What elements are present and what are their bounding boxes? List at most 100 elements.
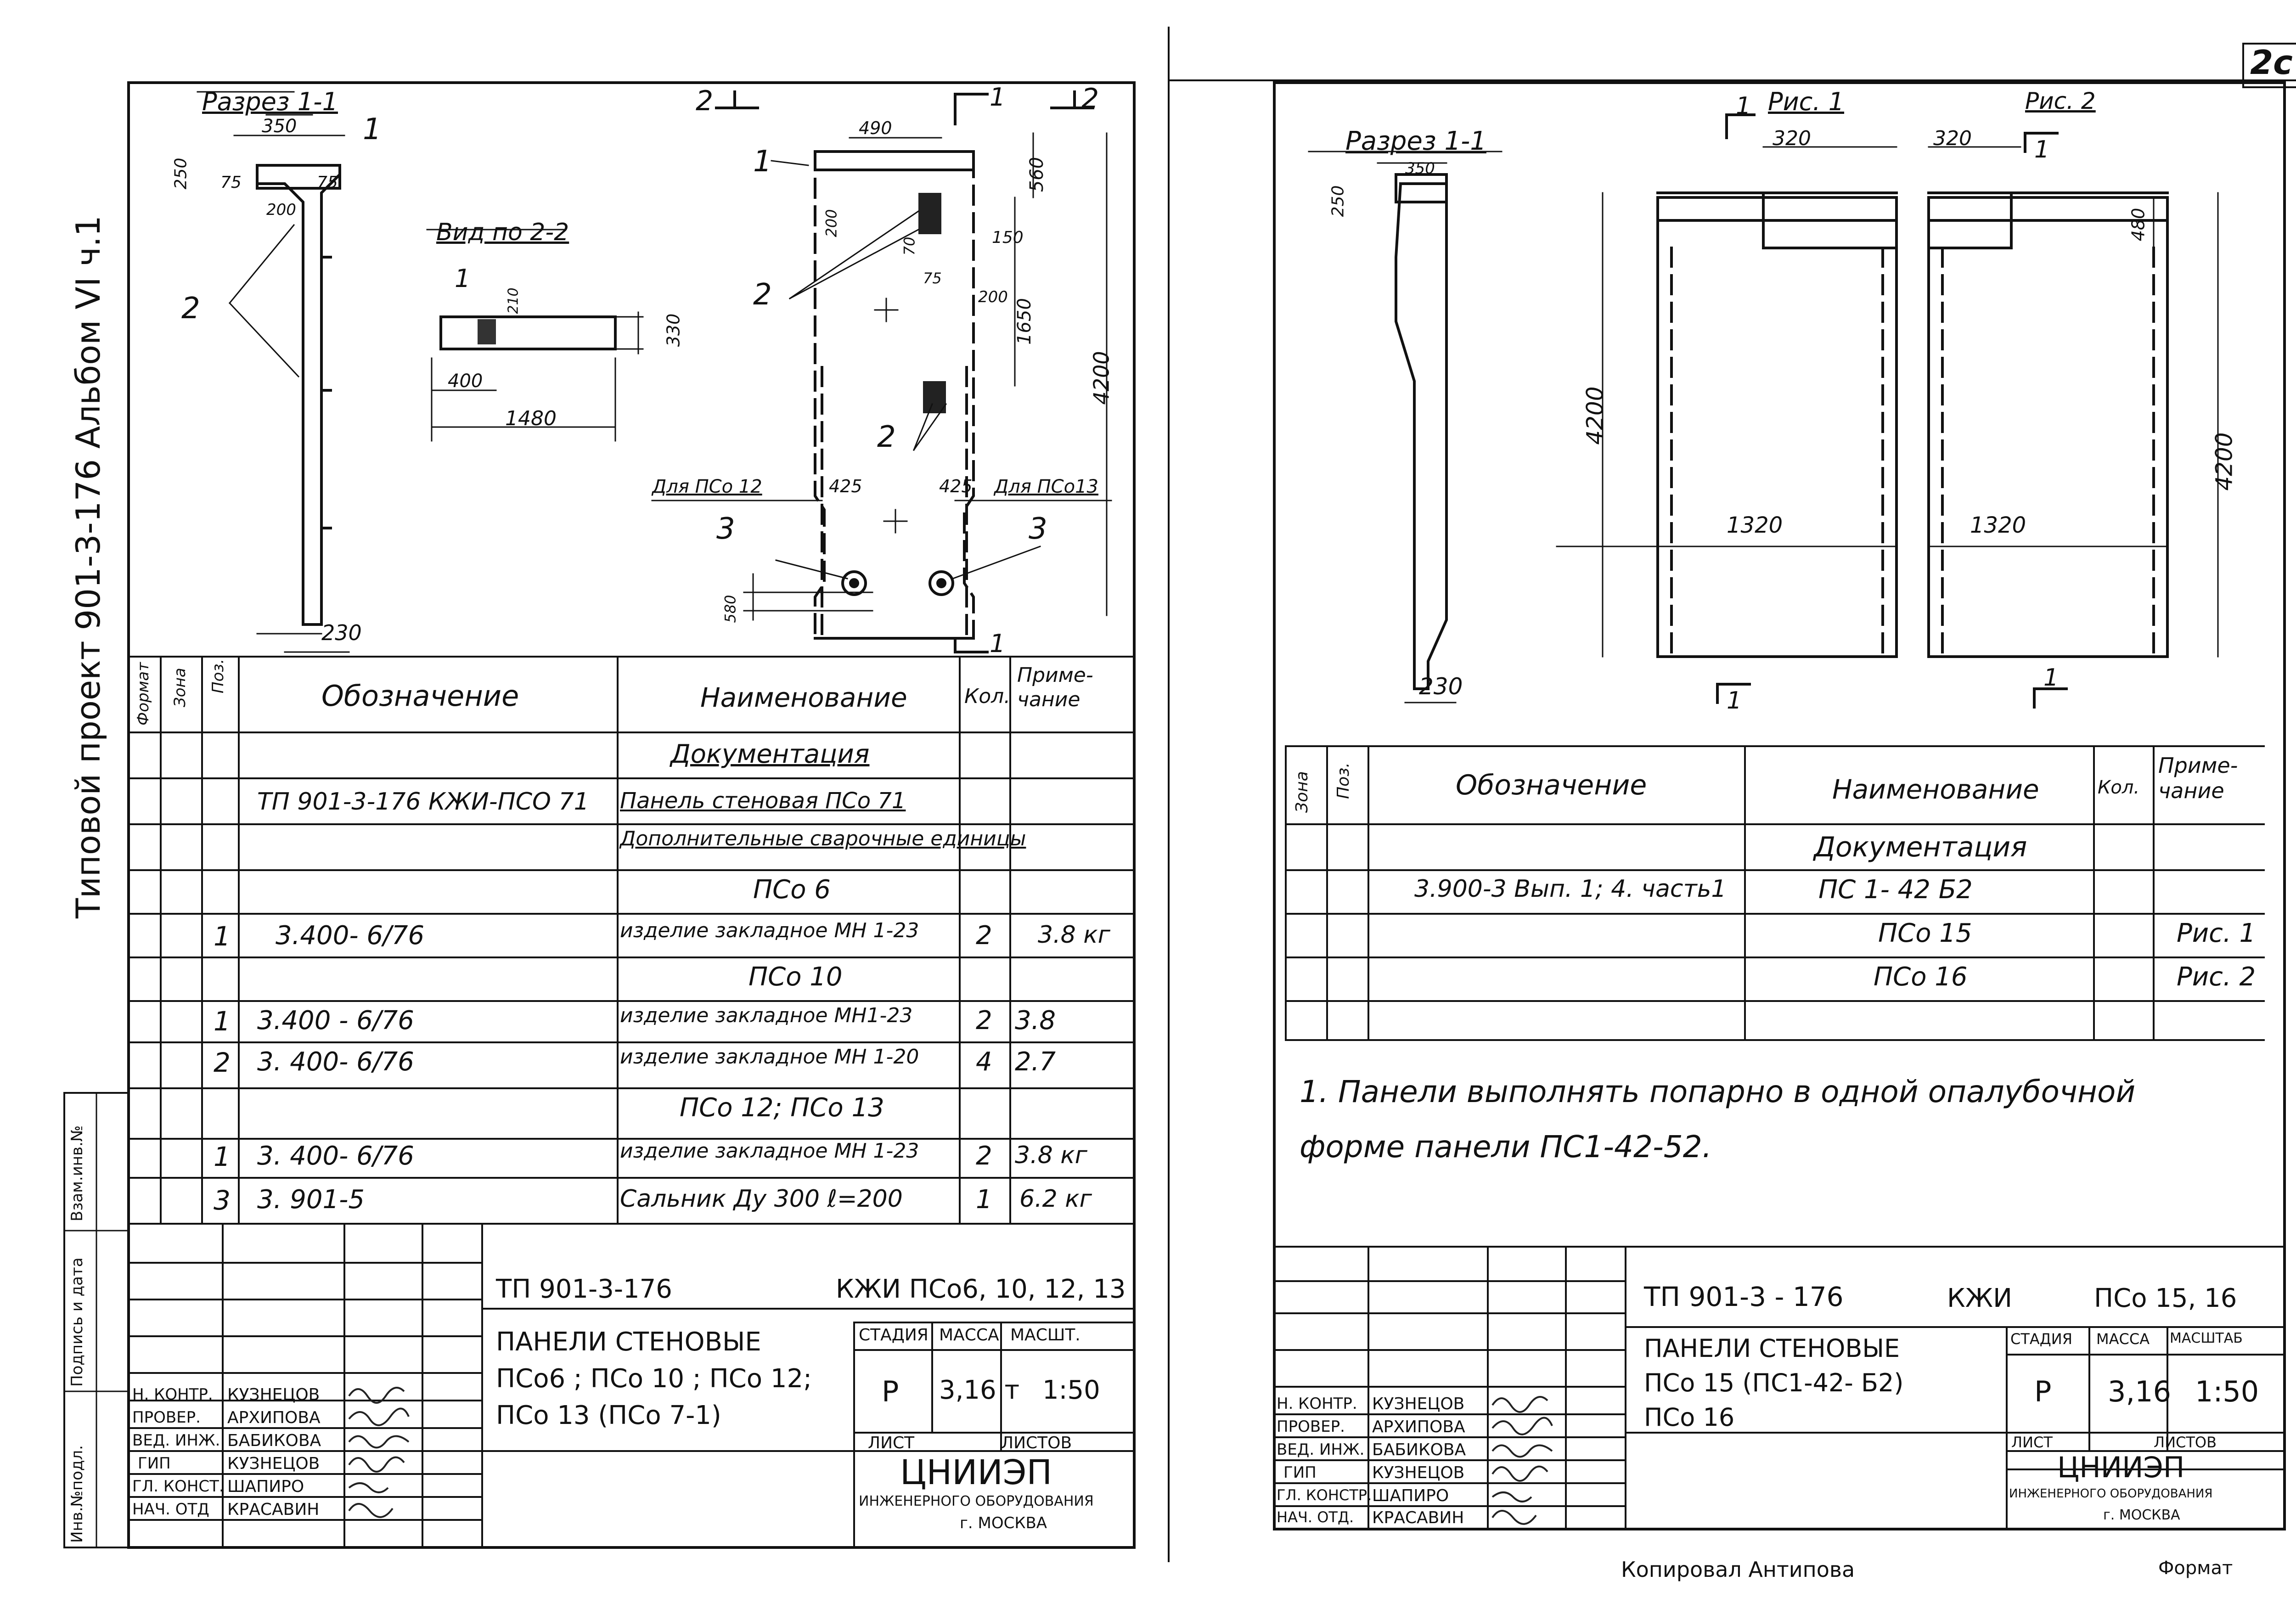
position-mark: 3: [1029, 512, 1047, 546]
table-section: Документация: [670, 739, 870, 769]
stamp-stage-label: СТАДИЯ: [2010, 1330, 2072, 1348]
stamp-role: Н. КОНТР.: [1277, 1395, 1357, 1413]
stamp-person: КРАСАВИН: [1372, 1508, 1464, 1527]
dim-label: 75: [220, 173, 242, 192]
stamp-title: ПСо 13 (ПСо 7-1): [496, 1401, 721, 1430]
note-pso13: Для ПСо13: [994, 476, 1098, 497]
table-cell-name: Сальник Ду 300 ℓ=200: [620, 1185, 903, 1213]
stamp-org-city: г. МОСКВА: [2103, 1507, 2180, 1523]
table-cell-qty: 1: [976, 1185, 992, 1215]
table-cell-mark: 3. 901-5: [257, 1185, 365, 1215]
table-cell-name: изделие закладное МН1-23: [620, 1004, 913, 1027]
stamp-mass: 3,16 т: [939, 1375, 1020, 1405]
dim-label: 230: [1419, 673, 1463, 700]
table-header-note: Приме-чание: [1017, 664, 1093, 711]
stamp-sheet-label: ЛИСТ: [2011, 1434, 2053, 1451]
stamp-doc-suffix: КЖИ ПСо6, 10, 12, 13: [836, 1274, 1126, 1304]
dim-label: 75: [317, 173, 338, 192]
note-line: 1. Панели выполнять попарно в одной опал…: [1300, 1074, 2136, 1109]
dim-label: 150: [992, 228, 1024, 247]
stamp-person: АРХИПОВА: [227, 1408, 321, 1427]
stamp-mass-label: МАССА: [2096, 1330, 2150, 1348]
table-cell-qty: 2: [976, 921, 992, 951]
right-frame: [1273, 81, 2286, 1530]
stamp-person: КРАСАВИН: [227, 1500, 320, 1519]
table-section: ПСо 6: [753, 875, 831, 905]
stamp-title: ПАНЕЛИ СТЕНОВЫЕ: [1644, 1334, 1900, 1363]
page-number-box: [2242, 43, 2296, 88]
stamp-org-sub: ИНЖЕНЕРНОГО ОБОРУДОВАНИЯ: [2009, 1487, 2213, 1501]
stamp-scale: 1:50: [1042, 1375, 1100, 1405]
table-cell-mark: 3. 400- 6/76: [257, 1141, 414, 1171]
left-panel-geometry: [651, 90, 1112, 653]
dim-label: 1320: [1727, 512, 1783, 538]
cut-mark: 2: [696, 85, 714, 117]
right-section-geometry: [1308, 151, 1503, 703]
stamp-role: ГЛ. КОНСТ.: [132, 1477, 224, 1496]
cut-mark: 2: [1081, 83, 1099, 115]
table-header-designation: Обозначение: [1456, 769, 1647, 801]
stamp-stage-label: СТАДИЯ: [859, 1326, 929, 1345]
table-cell-name: изделие закладное МН 1-23: [620, 1139, 919, 1163]
stamp-person: ШАПИРО: [1372, 1486, 1449, 1505]
stamp-scale-label: МАСШТАБ: [2170, 1330, 2243, 1346]
dim-label: 320: [1933, 127, 1972, 150]
stamp-person: КУЗНЕЦОВ: [1372, 1395, 1465, 1413]
dim-label: 230: [321, 620, 362, 645]
table-header-designation: Обозначение: [321, 679, 519, 713]
dim-label: 4200: [2211, 432, 2238, 491]
position-mark: 3: [716, 512, 735, 546]
note-pso12: Для ПСо 12: [652, 476, 762, 497]
table-cell-name: Панель стеновая ПСо 71: [620, 788, 906, 814]
right-fig1-geometry: [1556, 113, 1898, 704]
stamp-title: ПСо 15 (ПС1-42- Б2): [1644, 1368, 1904, 1397]
note-line: форме панели ПС1-42-52.: [1300, 1129, 1712, 1165]
stamp-title: ПСо6 ; ПСо 10 ; ПСо 12;: [496, 1364, 812, 1394]
dim-label: 4200: [1581, 386, 1609, 445]
page-number: 2c: [2250, 43, 2293, 82]
table-cell-mark: 3.400 - 6/76: [257, 1006, 414, 1035]
dim-label: 425: [939, 476, 973, 496]
dim-label: 1480: [505, 407, 557, 430]
table-section: ПСо 10: [748, 962, 843, 992]
stamp-role: НАЧ. ОТД.: [1277, 1508, 1354, 1526]
position-mark: 1: [363, 113, 382, 146]
table-cell-pos: 1: [214, 1006, 231, 1037]
cut-mark: 1: [2034, 136, 2050, 163]
table-section: ПСо 12; ПСо 13: [680, 1093, 884, 1123]
dim-label: 350: [1405, 159, 1435, 178]
position-mark: 2: [181, 292, 200, 326]
stamp-stage: Р: [2034, 1375, 2052, 1408]
dim-label: 200: [978, 288, 1008, 306]
table-cell-qty: 2: [976, 1141, 992, 1171]
stamp-doc-mid: КЖИ: [1947, 1283, 2012, 1313]
left-section-title: Разрез 1-1: [202, 87, 338, 116]
table-cell-pos: 1: [214, 921, 231, 952]
right-table-lines: [1285, 745, 2265, 1041]
table-cell-qty: 2: [976, 1006, 992, 1035]
stamp-doc-suffix: ПСо 15, 16: [2094, 1283, 2237, 1313]
table-cell-note: 2.7: [1015, 1047, 1056, 1077]
table-header-name: Наименование: [700, 682, 907, 713]
dim-label: 250: [1328, 185, 1348, 217]
table-cell-pos: 2: [214, 1047, 231, 1078]
stamp-person: БАБИКОВА: [227, 1431, 321, 1450]
left-table-lines: [128, 656, 1135, 1225]
table-cell-pos: 3: [214, 1185, 231, 1216]
stamp-org: ЦНИИЭП: [900, 1453, 1052, 1492]
stamp-role: ПРОВЕР.: [1277, 1418, 1345, 1436]
stamp-sheet-label: ЛИСТ: [868, 1434, 915, 1452]
table-cell-name: изделие закладное МН 1-23: [620, 919, 919, 942]
table-header-name: Наименование: [1832, 774, 2039, 805]
table-cell-note: 3.8: [1015, 1006, 1056, 1035]
stamp-person: КУЗНЕЦОВ: [227, 1454, 320, 1473]
footer-copied-by: Копировал Антипова: [1621, 1557, 1855, 1582]
stamp-role: ПРОВЕР.: [132, 1408, 201, 1427]
stamp-title: ПСо 16: [1644, 1403, 1735, 1432]
stamp-sheets-label: ЛИСТОВ: [2154, 1434, 2217, 1451]
dim-label: 480: [2128, 208, 2149, 242]
table-cell-name: ПСо 16: [1874, 962, 1968, 992]
table-cell-note: Рис. 1: [2177, 918, 2256, 948]
position-mark: 2: [877, 420, 896, 454]
